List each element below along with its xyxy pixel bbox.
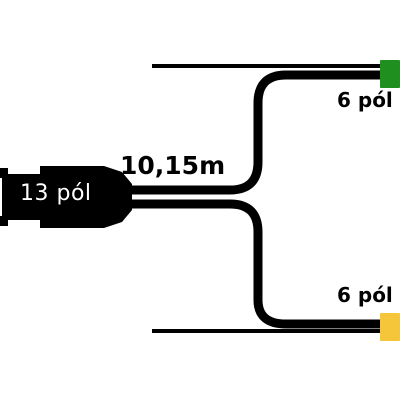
top-branch-label: 6 pól bbox=[337, 88, 393, 112]
main-plug-face bbox=[2, 174, 44, 220]
main-plug-tab-bottom bbox=[0, 216, 8, 226]
main-plug-body bbox=[40, 166, 132, 228]
top-branch-cable bbox=[120, 70, 384, 195]
cable-length-label: 10,15m bbox=[120, 151, 226, 180]
bottom-branch-cable bbox=[120, 199, 384, 329]
top-connector-green bbox=[380, 60, 400, 88]
main-plug-tab-top bbox=[0, 168, 8, 178]
main-connector-label: 13 pól bbox=[20, 181, 92, 206]
bottom-branch-label: 6 pól bbox=[337, 283, 393, 307]
bottom-connector-yellow bbox=[380, 313, 400, 341]
